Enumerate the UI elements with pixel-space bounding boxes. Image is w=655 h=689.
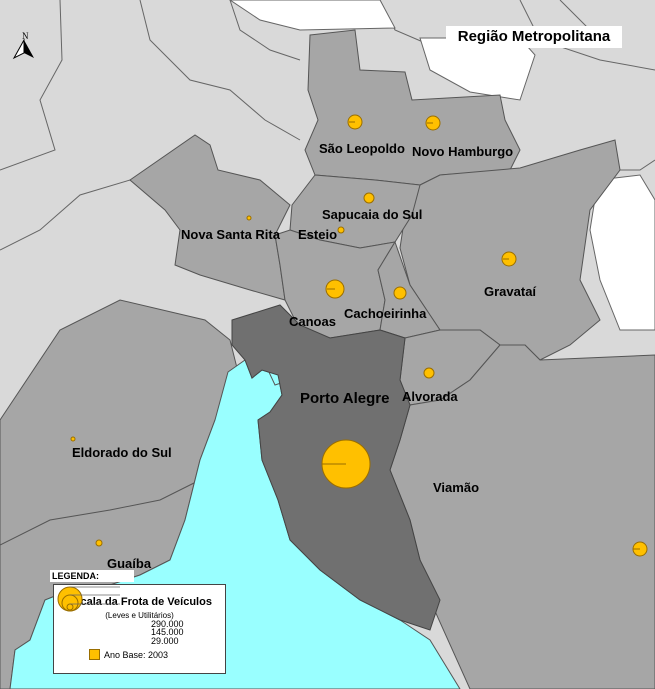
symbol-nova-santa-rita [246, 215, 252, 221]
legend-circles [57, 586, 120, 612]
symbol-alvorada [423, 367, 435, 379]
label-esteio: Esteio [298, 227, 337, 242]
legend-base-swatch [89, 649, 100, 660]
label-alvorada: Alvorada [402, 389, 458, 404]
label-canoas: Canoas [289, 314, 336, 329]
label-eldorado: Eldorado do Sul [72, 445, 172, 460]
symbol-esteio [337, 226, 345, 234]
label-nova-santa-rita: Nova Santa Rita [181, 227, 281, 242]
label-cachoeirinha: Cachoeirinha [344, 306, 427, 321]
legend-panel: Escala da Frota de Veículos (Leves e Uti… [53, 584, 226, 674]
label-sao-leopoldo: São Leopoldo [319, 141, 405, 156]
symbol-cachoeirinha [393, 286, 407, 300]
city-labels: São Leopoldo Novo Hamburgo Sapucaia do S… [72, 141, 536, 571]
symbol-sapucaia [363, 192, 375, 204]
north-label: N [22, 31, 29, 41]
legend-title: Escala da Frota de Veículos [67, 596, 212, 608]
legend-value-large: 290.000 [151, 619, 184, 629]
legend-header: LEGENDA: [50, 570, 134, 582]
border-eldorado-guaiba [0, 479, 201, 546]
metro-municipalities [0, 29, 655, 689]
legend-value-medium: 145.000 [151, 627, 184, 637]
label-novo-hamburgo: Novo Hamburgo [412, 144, 513, 159]
label-guaiba: Guaíba [107, 556, 152, 571]
label-gravatai: Gravataí [484, 284, 536, 299]
label-viamao: Viamão [433, 480, 479, 495]
north-arrow-icon: N [12, 30, 38, 60]
outer-region-white-1 [229, 0, 396, 31]
label-porto-alegre: Porto Alegre [300, 390, 389, 407]
symbol-radius-lines [322, 121, 640, 550]
legend-base-year: Ano Base: 2003 [104, 650, 169, 660]
symbol-eldorado [70, 436, 76, 442]
legend-subtitle: (Leves e Utilitários) [105, 611, 174, 620]
map-title: Região Metropolitana [446, 26, 622, 48]
outer-region-white-3 [589, 174, 655, 331]
label-sapucaia: Sapucaia do Sul [322, 207, 422, 222]
legend-value-small: 29.000 [151, 636, 179, 646]
symbol-guaiba [95, 539, 103, 547]
